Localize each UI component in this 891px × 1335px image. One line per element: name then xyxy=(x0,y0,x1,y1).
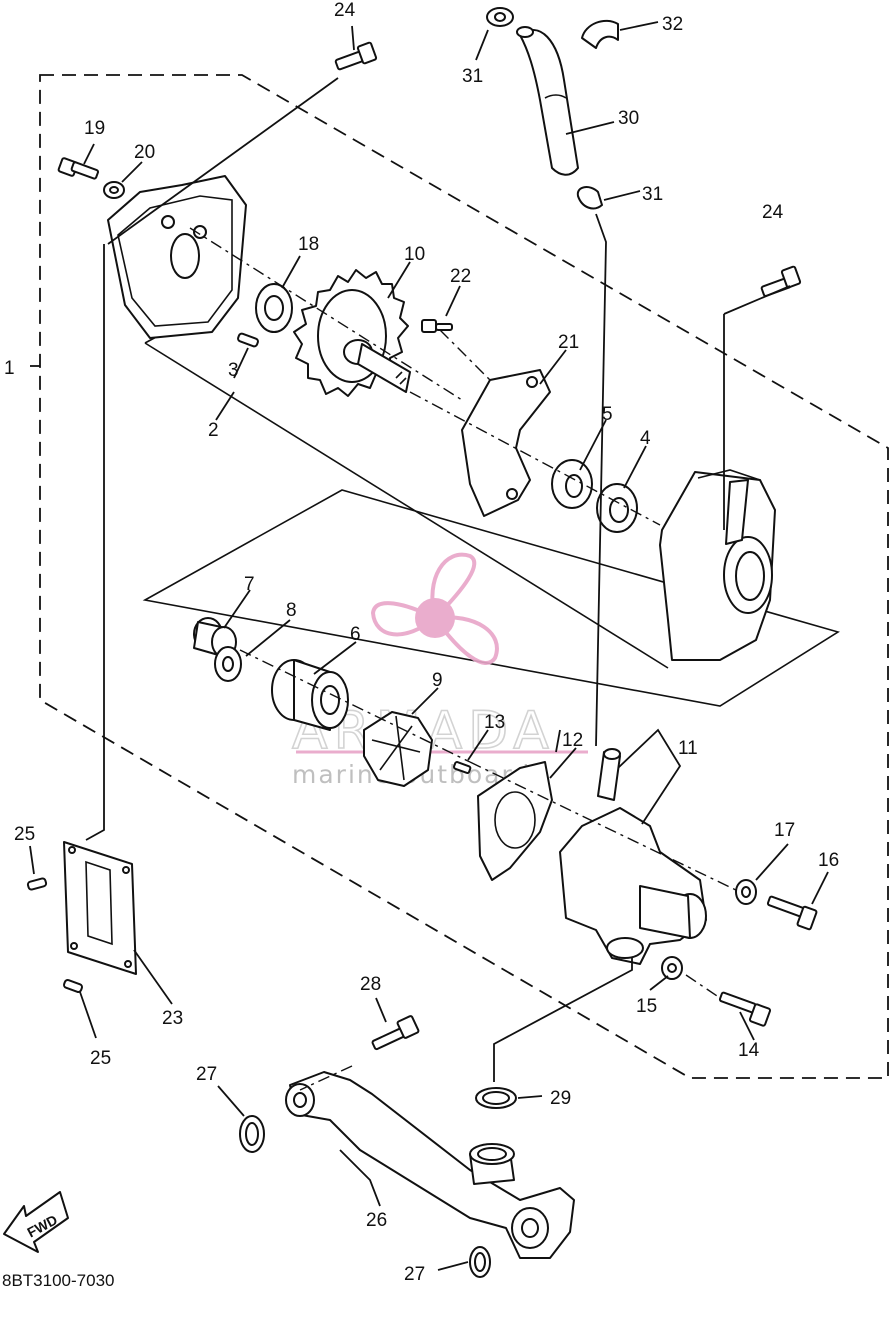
bolt-19 xyxy=(57,157,100,180)
callout-27-lower: 27 xyxy=(404,1264,425,1285)
assembly-boundary xyxy=(39,74,889,1079)
leader-lines xyxy=(29,21,829,1271)
callout-5: 5 xyxy=(602,404,613,425)
bolt-24-right xyxy=(760,265,802,297)
callout-29: 29 xyxy=(550,1088,571,1109)
callout-labels: 1 2 3 4 5 6 7 8 9 10 11 12 13 14 15 16 1… xyxy=(4,0,839,1285)
callout-24-top: 24 xyxy=(334,0,356,21)
clip-32 xyxy=(581,19,619,49)
o-ring-29 xyxy=(475,1087,517,1109)
callout-12: 12 xyxy=(562,730,583,751)
callout-2: 2 xyxy=(208,420,219,441)
gear-case-cover xyxy=(107,175,247,339)
impeller-9 xyxy=(363,711,433,787)
callout-20: 20 xyxy=(134,142,155,163)
callout-14: 14 xyxy=(738,1040,760,1061)
callout-25-upper: 25 xyxy=(14,824,35,845)
callout-10: 10 xyxy=(404,244,425,265)
bearing-4 xyxy=(596,483,638,533)
callout-16: 16 xyxy=(818,850,839,871)
callout-28: 28 xyxy=(360,974,381,995)
water-pipe-26 xyxy=(285,1071,575,1259)
washer-8 xyxy=(214,646,242,682)
callout-26: 26 xyxy=(366,1210,387,1231)
callout-21: 21 xyxy=(558,332,579,353)
bolt-28 xyxy=(371,1015,420,1051)
gear-10 xyxy=(293,269,411,397)
propeller-icon xyxy=(370,552,499,665)
bearing-18 xyxy=(255,283,293,333)
bolt-24-top xyxy=(334,41,378,71)
key-13 xyxy=(453,761,472,774)
callout-9: 9 xyxy=(432,670,443,691)
hose-30 xyxy=(516,26,579,176)
gasket-12 xyxy=(477,761,553,881)
callout-19: 19 xyxy=(84,118,105,139)
callout-25-lower: 25 xyxy=(90,1048,111,1069)
alignment-lines xyxy=(189,227,741,1091)
callout-17: 17 xyxy=(774,820,795,841)
washer-17 xyxy=(735,879,757,905)
callout-22: 22 xyxy=(450,266,471,287)
callout-1: 1 xyxy=(4,358,15,379)
callout-18: 18 xyxy=(298,234,319,255)
callout-13: 13 xyxy=(484,712,505,733)
o-ring-27-lower xyxy=(469,1246,491,1278)
o-ring-27-upper xyxy=(239,1115,265,1153)
callout-15: 15 xyxy=(636,996,657,1017)
pin-25-upper xyxy=(26,877,48,891)
callout-4: 4 xyxy=(640,428,651,449)
hose-clamp-31-lower xyxy=(576,186,603,210)
callout-7: 7 xyxy=(244,574,255,595)
callout-23: 23 xyxy=(162,1008,183,1029)
part-code: 8BT3100-7030 xyxy=(2,1271,114,1290)
hose-clamp-31-top xyxy=(486,7,514,27)
pin-3 xyxy=(237,332,259,348)
callout-30: 30 xyxy=(618,108,639,129)
screw-22 xyxy=(421,319,453,333)
bolt-16 xyxy=(766,895,818,931)
callout-27-upper: 27 xyxy=(196,1064,217,1085)
pump-housing-11 xyxy=(559,748,707,965)
callout-32: 32 xyxy=(662,14,683,35)
callout-8: 8 xyxy=(286,600,297,621)
oil-seal-5 xyxy=(551,459,593,509)
callout-6: 6 xyxy=(350,624,361,645)
bolt-14 xyxy=(718,991,772,1027)
callout-31-top: 31 xyxy=(462,66,483,87)
callout-3: 3 xyxy=(228,360,239,381)
fwd-arrow-icon: FWD xyxy=(3,1191,69,1253)
washer-15 xyxy=(661,956,683,980)
plate-23 xyxy=(63,841,137,975)
callout-11: 11 xyxy=(678,738,698,759)
gear-case-housing xyxy=(659,469,776,661)
washer-20 xyxy=(103,181,125,199)
pin-25-lower xyxy=(63,979,83,993)
callout-31-lower: 31 xyxy=(642,184,663,205)
callout-24-right: 24 xyxy=(762,202,784,223)
seal-6 xyxy=(271,659,349,731)
